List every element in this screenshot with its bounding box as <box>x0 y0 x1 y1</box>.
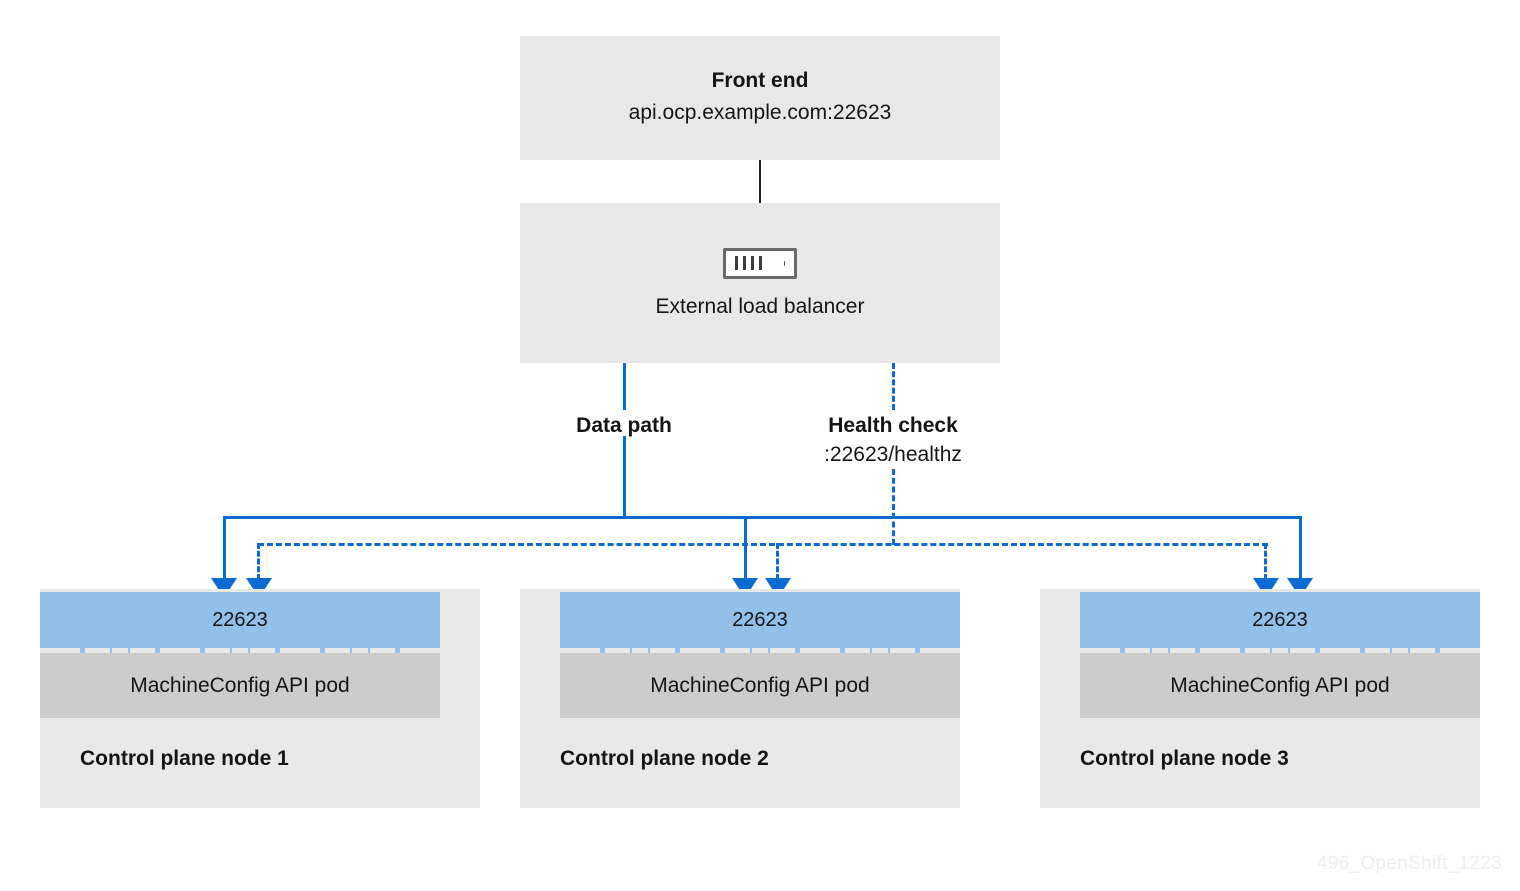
node-2-pod-box: MachineConfig API pod <box>560 653 960 718</box>
node-3-caption: Control plane node 3 <box>1080 747 1289 770</box>
node-3-inner: 22623 MachineConfig API pod <box>1080 592 1480 718</box>
front-end-title: Front end <box>711 69 809 93</box>
data-path-drop-node-3 <box>1299 516 1302 580</box>
node-1-port-bar: 22623 <box>40 592 440 648</box>
node-3-port: 22623 <box>1252 608 1308 631</box>
health-check-line-upper <box>892 363 895 410</box>
control-plane-node-2: 22623 MachineConfig API pod Control plan… <box>520 589 960 808</box>
health-check-line-lower <box>892 469 895 545</box>
node-1-inner: 22623 MachineConfig API pod <box>40 592 440 718</box>
watermark: 496_OpenShift_1223 <box>1317 853 1502 874</box>
node-2-pod-label: MachineConfig API pod <box>650 673 870 697</box>
node-3-port-bar: 22623 <box>1080 592 1480 648</box>
front-end-box: Front end api.ocp.example.com:22623 <box>520 36 1000 160</box>
data-path-drop-node-2 <box>744 516 747 580</box>
external-load-balancer-box: External load balancer <box>520 203 1000 363</box>
health-check-drop-node-3 <box>1264 543 1267 580</box>
control-plane-node-3: 22623 MachineConfig API pod Control plan… <box>1040 589 1480 808</box>
data-path-line-upper <box>623 363 626 410</box>
server-rack-icon-dot <box>784 260 785 266</box>
health-check-drop-node-1 <box>257 543 260 580</box>
external-load-balancer-label: External load balancer <box>655 294 865 318</box>
data-path-drop-node-1 <box>223 516 226 580</box>
node-1-caption: Control plane node 1 <box>80 747 289 770</box>
node-3-pod-box: MachineConfig API pod <box>1080 653 1480 718</box>
health-check-label: Health check <box>828 414 958 437</box>
data-path-line-lower <box>623 436 626 519</box>
node-1-port: 22623 <box>212 608 268 631</box>
health-check-bus <box>258 543 1268 546</box>
health-check-endpoint: :22623/healthz <box>824 443 962 467</box>
health-check-label-group: Health check :22623/healthz <box>793 411 993 471</box>
node-1-separator <box>40 648 440 653</box>
data-path-label: Data path <box>576 414 672 437</box>
node-3-pod-label: MachineConfig API pod <box>1170 673 1390 697</box>
node-2-separator <box>560 648 960 653</box>
node-3-separator <box>1080 648 1480 653</box>
node-2-inner: 22623 MachineConfig API pod <box>560 592 960 718</box>
node-2-port: 22623 <box>732 608 788 631</box>
server-rack-icon <box>723 247 797 279</box>
health-check-drop-node-2 <box>776 543 779 580</box>
node-1-pod-label: MachineConfig API pod <box>130 673 350 697</box>
control-plane-node-1: 22623 MachineConfig API pod Control plan… <box>40 589 480 808</box>
node-1-pod-box: MachineConfig API pod <box>40 653 440 718</box>
server-rack-icon-bars <box>735 256 762 270</box>
node-2-caption: Control plane node 2 <box>560 747 769 770</box>
node-2-port-bar: 22623 <box>560 592 960 648</box>
front-end-address: api.ocp.example.com:22623 <box>628 101 892 125</box>
data-path-label-group: Data path <box>524 411 724 440</box>
data-path-bus <box>223 516 1302 519</box>
frontend-to-lb-connector <box>759 160 761 203</box>
